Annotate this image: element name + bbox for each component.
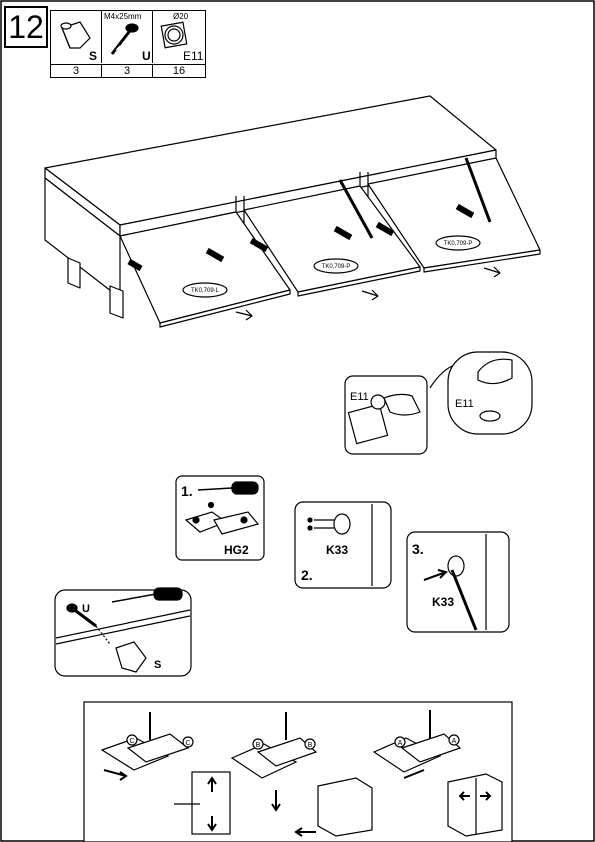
- adjust-label-c1: C: [129, 738, 134, 745]
- adjust-label-b1: B: [256, 742, 261, 749]
- screw-icon: [110, 23, 139, 55]
- part-code-u: U: [142, 49, 151, 63]
- hinge-label: HG2: [224, 543, 249, 557]
- part-qty-e11: 16: [153, 64, 205, 78]
- part-cell-s: S: [51, 11, 102, 63]
- adjust-a: [372, 710, 462, 779]
- cabinet-leg-front: [109, 285, 124, 319]
- knob-icon: [60, 21, 91, 49]
- adjust-label-c2: C: [185, 740, 190, 747]
- adjust-label-a2: A: [452, 738, 457, 745]
- lift-stay-step2: [294, 501, 392, 589]
- finger-icon: [383, 393, 421, 416]
- cap-hand-icon: [477, 358, 513, 385]
- cover-cap-detail: [344, 351, 533, 455]
- cabinet-leg-left: [67, 257, 81, 289]
- knob-mount-detail: [54, 587, 192, 677]
- parts-table: S M4x25mm U Ø20 E11 3 3 16: [50, 10, 206, 78]
- knob-label: S: [154, 659, 161, 671]
- stay-step2-number: 2.: [301, 567, 313, 583]
- cover-cap-icon: [160, 21, 188, 49]
- arrow-flap-right: [483, 266, 501, 278]
- knob-screw-label: U: [82, 603, 90, 615]
- lift-stay-right: [464, 157, 492, 223]
- part-cell-e11: Ø20 E11: [153, 11, 205, 63]
- part-code-e11: E11: [183, 49, 204, 63]
- stay-step3-number: 3.: [412, 541, 424, 557]
- part-qty-u: 3: [102, 64, 153, 78]
- hinge-step-number: 1.: [181, 483, 193, 499]
- adjust-label-b2: B: [308, 742, 313, 749]
- parts-table-icons: [60, 21, 188, 55]
- tv-cabinet-drawing: [44, 95, 541, 328]
- part-size-u: M4x25mm: [104, 12, 142, 21]
- arrow-flap-left: [235, 309, 253, 321]
- hinge-adjust-panel: [83, 701, 513, 842]
- flap-label-left: TK0,709-L: [191, 288, 220, 294]
- lift-stay-middle: [338, 179, 374, 239]
- adjust-label-a1: A: [398, 740, 403, 747]
- stay-step3-label: K33: [432, 595, 454, 609]
- cap-right-label: E11: [455, 398, 474, 410]
- part-size-e11: Ø20: [173, 12, 189, 21]
- flap-label-middle: TK0,709-P: [322, 264, 351, 270]
- adjust-c: [100, 712, 194, 781]
- part-qty-s: 3: [51, 64, 102, 78]
- flap-label-right: TK0,709-P: [444, 241, 473, 247]
- knob-s-icon: [115, 641, 147, 673]
- cap-left-label: E11: [350, 391, 369, 403]
- part-cell-u: M4x25mm U: [102, 11, 153, 63]
- adjust-b: [230, 712, 318, 812]
- part-code-s: S: [89, 49, 98, 63]
- hinge-detail: [175, 475, 265, 561]
- arrow-flap-middle: [361, 289, 379, 301]
- stay-step2-label: K33: [326, 543, 348, 557]
- lift-stay-step3: [406, 531, 510, 633]
- step-number: 12: [4, 6, 48, 48]
